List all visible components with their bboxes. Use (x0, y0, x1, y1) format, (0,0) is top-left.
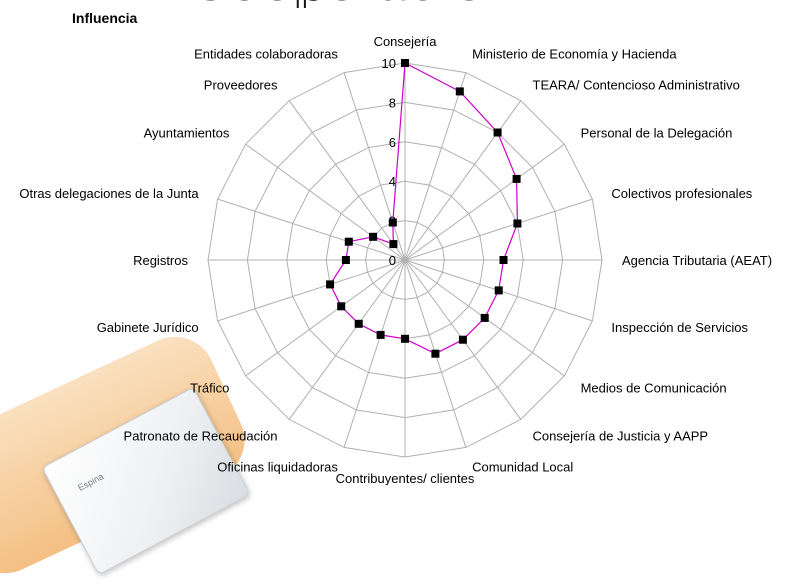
category-label: Ministerio de Economía y Hacienda (472, 47, 677, 62)
grid-spoke (217, 198, 406, 261)
tick-label: 8 (389, 95, 396, 110)
data-point (389, 240, 398, 249)
category-label: Colectivos profesionales (611, 186, 752, 201)
data-point (455, 87, 464, 96)
category-label: Oficinas liquidadoras (217, 459, 338, 474)
tick-label: 4 (389, 174, 396, 189)
data-point (344, 237, 353, 246)
data-point (401, 59, 409, 67)
tick-label: 6 (389, 135, 396, 150)
category-label: Medios de Comunicación (581, 381, 727, 396)
data-point (388, 218, 397, 227)
data-point (341, 256, 350, 264)
grid-spoke (217, 259, 406, 322)
category-label: Ayuntamientos (144, 126, 230, 141)
radar-chart: Influencia 0246810 ConsejeríaMinisterio … (19, 10, 772, 485)
tick-label: 0 (389, 253, 396, 268)
tick-label: 10 (382, 56, 396, 71)
grid-spoke (404, 198, 593, 261)
data-point (337, 302, 346, 311)
grid-spoke (245, 259, 406, 377)
category-label: Inspección de Servicios (611, 320, 748, 335)
category-label: Patronato de Recaudación (124, 429, 278, 444)
category-label: TEARA/ Contencioso Administrativo (533, 77, 740, 92)
chart-title: Influencia (72, 10, 138, 26)
grid-spoke (404, 100, 522, 261)
data-point (431, 349, 440, 358)
category-label: Contribuyentes/ clientes (336, 471, 475, 485)
category-label: Registros (133, 253, 188, 268)
grid-spoke (288, 259, 406, 420)
category-label: Tráfico (190, 381, 229, 396)
grid-spoke (343, 259, 406, 448)
grid-spoke (245, 143, 406, 261)
data-point (354, 319, 363, 328)
category-label: Agencia Tributaria (AEAT) (622, 253, 772, 268)
data-point (480, 313, 489, 322)
series-influencia (326, 59, 522, 358)
category-label: Otras delegaciones de la Junta (19, 186, 199, 201)
category-label: Comunidad Local (472, 459, 573, 474)
data-point (512, 174, 521, 183)
data-point (369, 232, 378, 241)
data-point (499, 256, 508, 264)
series-line (329, 62, 519, 355)
data-point (401, 334, 409, 343)
data-point (326, 280, 335, 289)
data-point (494, 286, 503, 295)
data-point (513, 219, 522, 228)
radial-tick-labels: 0246810 (382, 56, 396, 268)
background-heading: Cooperación (189, 0, 519, 8)
data-point (458, 335, 467, 344)
category-label: Entidades colaboradoras (194, 47, 338, 62)
data-point (493, 128, 502, 137)
grid-spoke (343, 72, 406, 261)
data-point (376, 330, 385, 339)
category-label: Personal de la Delegación (581, 126, 733, 141)
background-heading-strip: Cooperación (0, 0, 805, 8)
grid-spoke (404, 72, 467, 261)
radar-grid (207, 62, 603, 458)
category-label: Gabinete Jurídico (97, 320, 199, 335)
category-label: Consejería de Justicia y AAPP (533, 429, 709, 444)
category-label: Proveedores (204, 77, 278, 92)
category-label: Consejería (374, 34, 438, 49)
grid-spoke (288, 100, 406, 261)
grid-spoke (404, 143, 565, 261)
